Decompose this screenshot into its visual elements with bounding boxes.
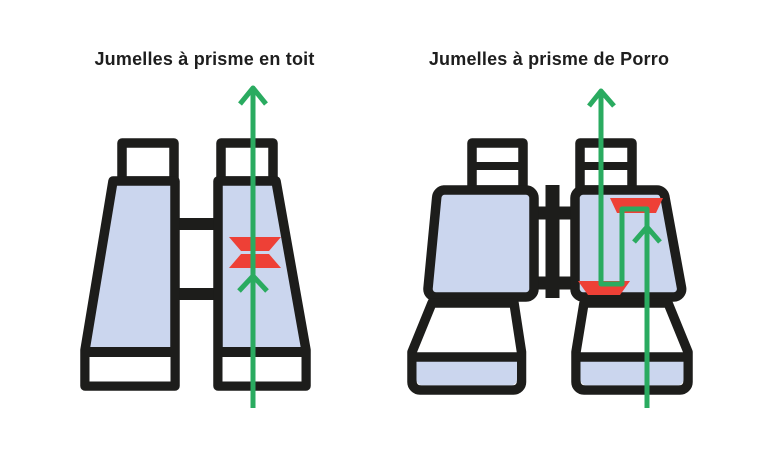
left-barrel xyxy=(80,176,180,391)
light-ray-entry-arrowhead-icon xyxy=(632,224,662,244)
left-objective-barrel xyxy=(407,298,527,395)
right-objective-barrel xyxy=(571,298,693,395)
right-objective-band xyxy=(580,357,684,386)
porro-prism-binoculars xyxy=(407,88,693,408)
roof-prism-title: Jumelles à prisme en toit xyxy=(94,49,315,69)
left-objective-band xyxy=(416,357,517,386)
light-ray-mid-arrowhead-icon xyxy=(237,273,269,293)
light-ray-path xyxy=(598,90,650,408)
left-prism-housing xyxy=(423,185,539,302)
right-eyepiece xyxy=(575,138,637,195)
left-eyepiece xyxy=(117,138,179,186)
right-eyepiece xyxy=(216,138,278,186)
right-objective-band xyxy=(222,356,302,382)
porro-light-ray xyxy=(587,88,662,408)
roof-light-ray xyxy=(237,85,269,408)
light-ray-exit-arrowhead-icon xyxy=(238,85,268,106)
porro-prism-title: Jumelles à prisme de Porro xyxy=(428,49,670,69)
left-objective-band xyxy=(89,356,171,382)
left-eyepiece xyxy=(467,138,528,195)
roof-prism-binoculars xyxy=(80,85,311,408)
light-ray-exit-arrowhead-icon xyxy=(587,88,616,108)
